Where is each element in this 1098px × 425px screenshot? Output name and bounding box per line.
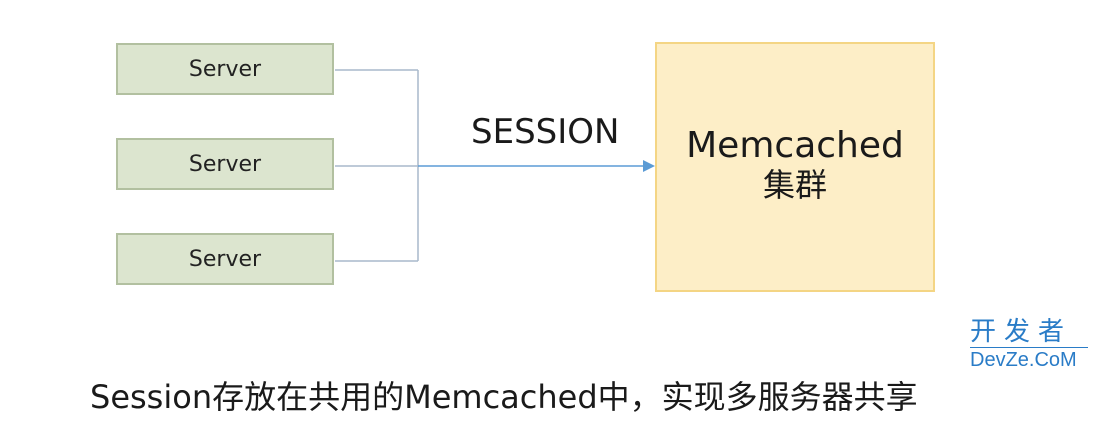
server-box: Server bbox=[116, 138, 334, 190]
memcached-title: Memcached bbox=[686, 125, 904, 166]
session-arrow-label: SESSION bbox=[471, 112, 620, 152]
server-label: Server bbox=[188, 151, 262, 177]
server-label: Server bbox=[188, 246, 262, 272]
server-label: Server bbox=[188, 56, 262, 82]
watermark-cn: 开发者 bbox=[970, 317, 1073, 347]
server-box: Server bbox=[116, 233, 334, 285]
watermark-divider bbox=[970, 347, 1088, 348]
arrowhead-icon bbox=[643, 160, 655, 172]
watermark: 开发者 DevZe.CoM bbox=[970, 318, 1092, 371]
memcached-cluster-box: Memcached 集群 bbox=[655, 42, 935, 292]
watermark-en: DevZe.CoM bbox=[970, 349, 1077, 371]
memcached-subtitle: 集群 bbox=[762, 166, 827, 204]
server-box: Server bbox=[116, 43, 334, 95]
caption: Session存放在共用的Memcached中，实现多服务器共享 bbox=[90, 378, 918, 416]
